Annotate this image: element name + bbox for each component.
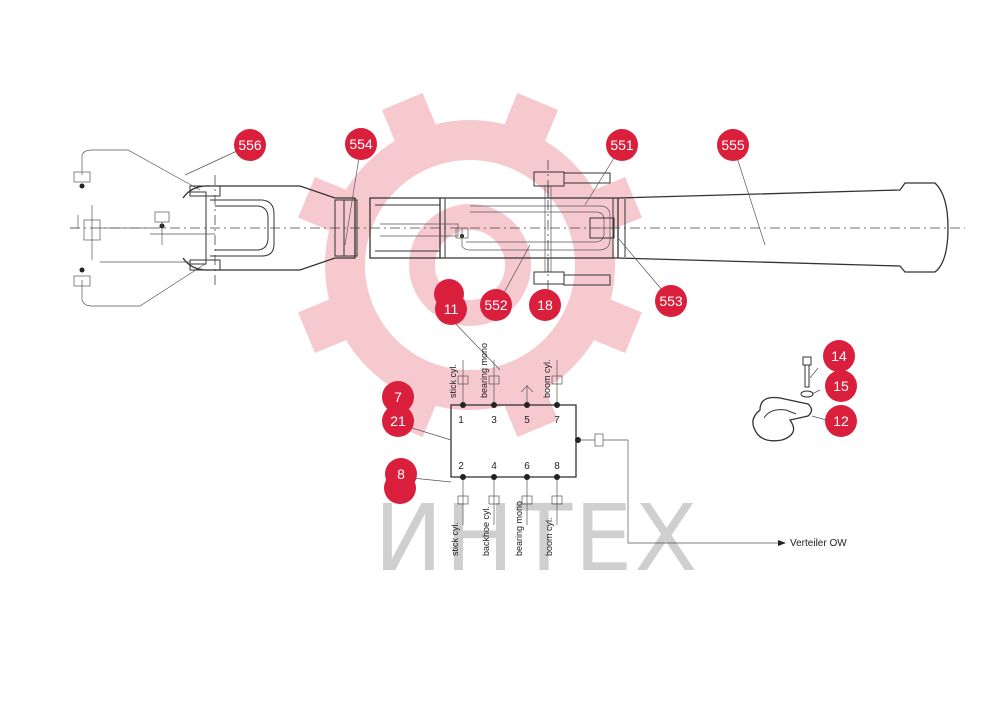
label-bottom-backhoe-cyl: backhoe cyl. <box>481 506 491 556</box>
callout-555: 555 <box>717 129 749 161</box>
svg-text:12: 12 <box>833 413 849 429</box>
svg-text:553: 553 <box>659 293 683 309</box>
callout-551: 551 <box>606 129 638 161</box>
label-bottom-boom-cyl: boom cyl. <box>544 517 554 556</box>
callout-553: 553 <box>655 285 687 317</box>
label-top-boom-cyl: boom cyl. <box>542 359 552 398</box>
label-top-bearing-mono: bearing mono <box>479 343 489 398</box>
bottom-outlets <box>457 474 563 525</box>
port-7: 7 <box>554 415 560 426</box>
callout-554: 554 <box>345 128 377 160</box>
svg-text:11: 11 <box>444 301 459 317</box>
svg-text:14: 14 <box>831 348 847 364</box>
svg-text:551: 551 <box>610 137 634 153</box>
svg-text:18: 18 <box>537 297 553 313</box>
watermark-gear-icon <box>298 93 642 437</box>
svg-text:8: 8 <box>397 466 405 482</box>
label-bottom-stick-cyl: stick cyl. <box>450 522 460 556</box>
callout-552: 552 <box>480 289 512 321</box>
port-1: 1 <box>458 415 464 426</box>
callout-15: 15 <box>825 370 857 402</box>
svg-text:552: 552 <box>484 297 508 313</box>
head-fitting-icon <box>154 211 170 245</box>
port-8: 8 <box>554 461 560 472</box>
outlet-label: Verteiler OW <box>790 538 847 549</box>
callout-556: 556 <box>234 129 266 161</box>
label-bottom-bearing-mono: bearing mono <box>514 501 524 556</box>
port-3: 3 <box>491 415 497 426</box>
top-outlets <box>457 360 563 408</box>
callout-18: 18 <box>529 289 561 321</box>
svg-text:556: 556 <box>238 137 262 153</box>
svg-text:555: 555 <box>721 137 745 153</box>
port-2: 2 <box>458 461 464 472</box>
port-5: 5 <box>524 415 530 426</box>
svg-text:554: 554 <box>349 136 373 152</box>
callout-12: 12 <box>825 405 857 437</box>
svg-text:15: 15 <box>833 378 849 394</box>
port-4: 4 <box>491 461 497 472</box>
svg-text:7: 7 <box>394 389 402 405</box>
left-fitting-icon <box>73 171 150 287</box>
label-top-stick-cyl: stick cyl. <box>448 364 458 398</box>
arm-assembly <box>70 149 965 307</box>
callout-11: 11 <box>434 279 467 325</box>
callout-21: 21 <box>382 405 414 437</box>
port-6: 6 <box>524 461 530 472</box>
callout-7: 7 <box>382 381 414 413</box>
callout-8: 8 <box>384 458 417 504</box>
callout-14: 14 <box>823 340 855 372</box>
svg-text:21: 21 <box>390 413 406 429</box>
distributor-block: 1 3 5 7 2 4 6 8 stick cyl. bearing mono … <box>411 343 847 556</box>
clamp-icon <box>752 356 827 442</box>
watermark-text: ИНТЕХ <box>374 485 699 592</box>
